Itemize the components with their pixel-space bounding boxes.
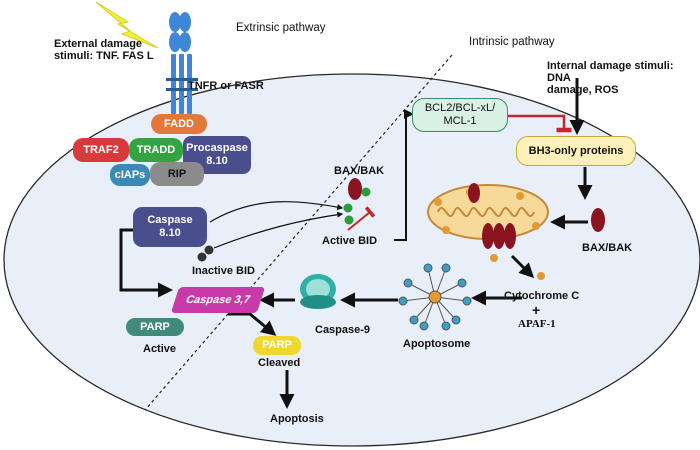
active-bid-label: Active BID <box>322 235 378 247</box>
caspase-37-box: Caspase 3,7 <box>170 287 266 313</box>
bax-bak-top-label: BAX/BAK <box>334 165 385 177</box>
cell-membrane <box>3 73 700 447</box>
arrow-inactivebid-to-bid <box>213 211 344 249</box>
internal-stimuli-label: Internal damage stimuli: DNA damage, ROS <box>547 60 674 97</box>
traf2-box: TRAF2 <box>73 138 129 162</box>
inactive-bid-icon <box>197 252 207 262</box>
external-stimuli-label: External damage stimuli: TNF. FAS L <box>54 38 154 63</box>
apaf1-label: APAF-1 <box>518 318 556 330</box>
arrow-casp37-to-parp <box>228 312 277 336</box>
cytochrome-c-label: Cytochrome C <box>504 290 580 302</box>
inhibit-bid-to-bax <box>347 206 376 231</box>
apoptosome-icon <box>398 263 472 331</box>
pathway-divider <box>144 54 453 411</box>
rip-box: RIP <box>150 162 204 186</box>
inactive-bid-icon <box>204 245 214 255</box>
arrow-activebid-to-bcl2 <box>394 109 414 241</box>
apoptosome-label: Apoptosome <box>403 338 471 350</box>
ciaps-box: cIAPs <box>110 164 150 186</box>
bcl2-box: BCL2/BCL-xL/ MCL-1 <box>412 98 508 132</box>
apoptosis-label: Apoptosis <box>270 413 324 425</box>
bh3-box: BH3-only proteins <box>516 136 636 166</box>
tnfr-receptor-icon <box>166 12 198 114</box>
plus-label: + <box>532 302 541 318</box>
lightning-bolt-icon <box>95 1 159 49</box>
arrow-casp810-to-casp37 <box>119 228 173 298</box>
mitochondrion <box>427 183 549 280</box>
active-bid-icon <box>343 203 353 213</box>
extrinsic-pathway-header: Extrinsic pathway <box>236 22 326 34</box>
caspase-9-icon <box>300 274 336 309</box>
bax-bak-right-icon <box>591 208 605 232</box>
parp-cleaved-box: PARP <box>253 336 301 355</box>
receptor-label: TNFR or FASR <box>188 80 264 92</box>
parp-active-box: PARP <box>126 318 184 336</box>
inactive-bid-label: Inactive BID <box>192 265 255 277</box>
caspase-9-label: Caspase-9 <box>315 324 371 336</box>
arrow-casp810-to-bid <box>209 201 344 223</box>
active-bid-icon <box>361 187 371 197</box>
inhibit-bcl2-to-bh3 <box>508 114 572 133</box>
parp-active-state-label: Active <box>143 343 177 355</box>
intrinsic-pathway-header: Intrinsic pathway <box>469 36 555 48</box>
bax-bak-right-label: BAX/BAK <box>582 242 633 254</box>
arrow-mito-to-cytc <box>510 254 535 279</box>
caspase-810-box: Caspase 8.10 <box>133 207 207 247</box>
fadd-box: FADD <box>151 114 207 134</box>
tradd-box: TRADD <box>129 138 183 162</box>
bax-bak-top-icon <box>348 178 362 200</box>
active-bid-icon <box>344 215 354 225</box>
parp-cleaved-state-label: Cleaved <box>258 357 301 369</box>
